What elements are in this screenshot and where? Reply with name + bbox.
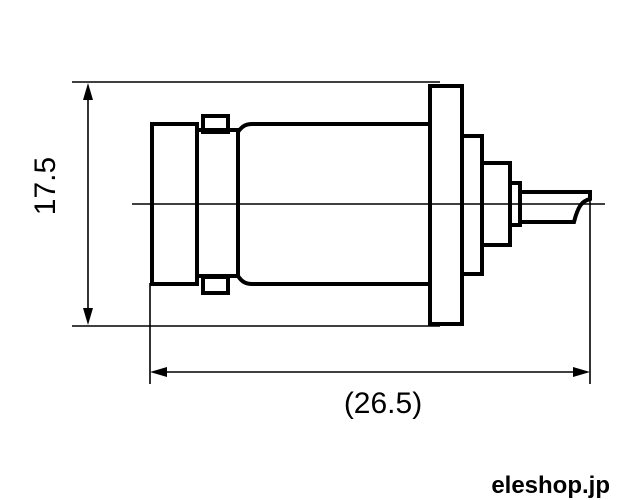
- arrowhead-down: [83, 308, 93, 325]
- bayonet-pin-bottom: [201, 275, 230, 295]
- rear-boss: [460, 134, 484, 276]
- arrowhead-up: [83, 83, 93, 100]
- coupling-ring: [195, 128, 240, 278]
- length-dimension-label: (26.5): [344, 387, 422, 420]
- bayonet-pin-top: [201, 114, 230, 134]
- mounting-flange: [428, 84, 464, 326]
- connector-outline: [150, 84, 592, 326]
- arrowhead-right: [573, 367, 590, 377]
- watermark-text: eleshop.jp: [491, 472, 610, 499]
- height-dimension-line: [83, 83, 93, 325]
- length-dimension-line: [150, 367, 590, 377]
- solder-terminal: [520, 190, 592, 224]
- height-dimension-label: 17.5: [29, 157, 62, 215]
- height-extension-lines: [72, 81, 440, 327]
- length-extension-lines: [149, 193, 591, 384]
- arrowhead-left: [150, 367, 167, 377]
